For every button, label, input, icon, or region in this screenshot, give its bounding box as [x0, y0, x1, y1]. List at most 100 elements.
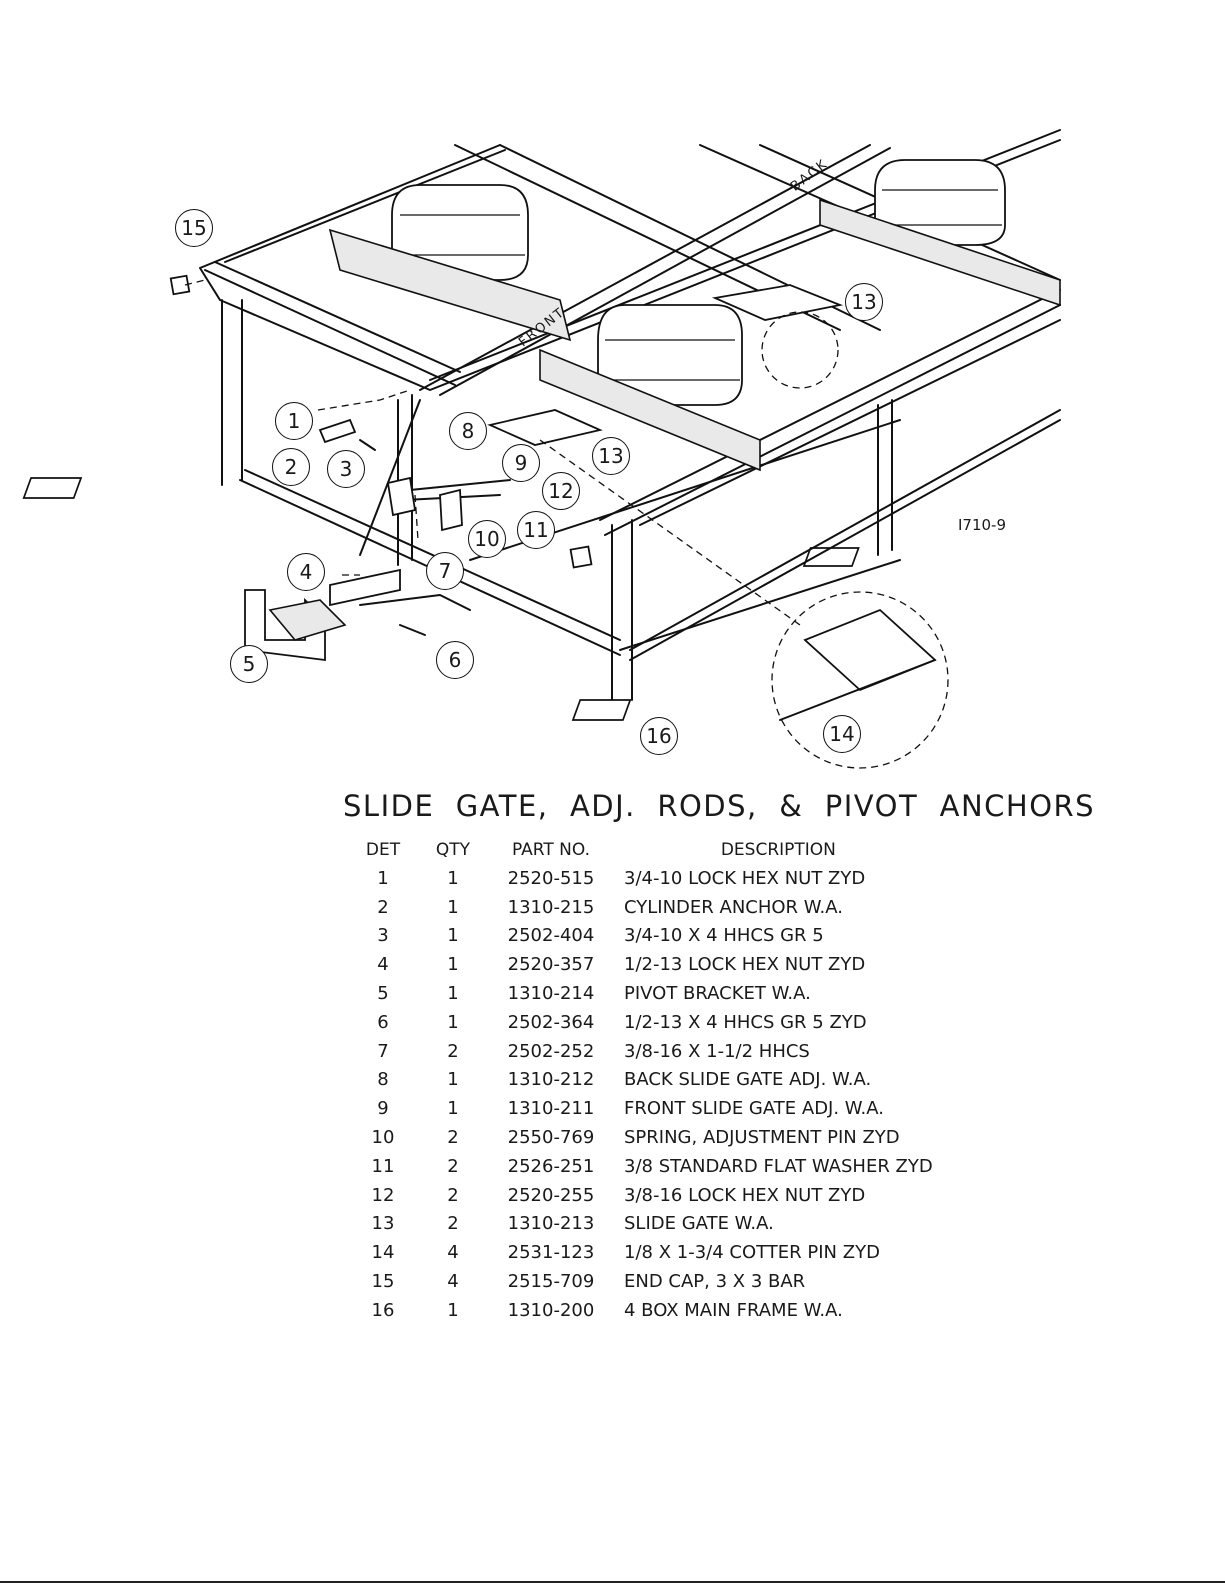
exploded-assembly-drawing: [22, 129, 1061, 769]
det-cell: 10: [371, 1127, 395, 1149]
callout-6: 6: [436, 641, 474, 679]
header-description: DESCRIPTION: [720, 840, 836, 860]
cross-beam-back: [599, 289, 1061, 536]
parts-table-header: DET QTY PART NO. DESCRIPTION: [352, 840, 933, 864]
part-no-cell: 2520-255: [507, 1184, 595, 1206]
pivot-plate: [268, 599, 347, 641]
callout-1: 1: [275, 402, 313, 440]
hopper-box-1: [328, 184, 572, 342]
bottom-rail: [239, 409, 1061, 661]
part-no-cell: 1310-211: [507, 1098, 595, 1120]
det-cell: 6: [377, 1011, 389, 1033]
part-no-cell: 2502-404: [507, 925, 595, 947]
cross-beam-front: [204, 261, 461, 386]
part-no-cell: 1310-212: [507, 1069, 595, 1091]
diagonal-brace: [359, 399, 421, 556]
slide-gate-plate-upper: [711, 284, 844, 321]
qty-cell: 4: [447, 1242, 459, 1264]
part-no-cell: 1310-215: [507, 896, 595, 918]
description-cell: CYLINDER ANCHOR W.A.: [624, 896, 843, 918]
callout-13-upper: 13: [845, 283, 883, 321]
det-cell: 16: [371, 1299, 395, 1321]
part-no-cell: 2520-515: [507, 867, 595, 889]
qty-cell: 1: [447, 867, 459, 889]
description-cell: 3/8-16 X 1-1/2 HHCS: [624, 1040, 810, 1062]
description-cell: FRONT SLIDE GATE ADJ. W.A.: [624, 1098, 884, 1120]
header-part-no: PART NO.: [512, 840, 590, 860]
description-cell: BACK SLIDE GATE ADJ. W.A.: [624, 1069, 872, 1091]
part-no-cell: 2502-364: [507, 1011, 595, 1033]
pivot-arm: [359, 594, 471, 611]
description-cell: 3/8 STANDARD FLAT WASHER ZYD: [624, 1155, 933, 1177]
description-cell: END CAP, 3 X 3 BAR: [624, 1271, 806, 1293]
slide-gate-plate-lower: [487, 409, 603, 446]
callout-9: 9: [502, 444, 540, 482]
hopper-box-2: [539, 304, 761, 472]
page-title: SLIDE GATE, ADJ. RODS, & PIVOT ANCHORS: [343, 789, 1096, 823]
header-qty: QTY: [435, 840, 471, 860]
hardware-bolt-6: [399, 624, 426, 636]
callout-2: 2: [272, 448, 310, 486]
drawing-number: I710-9: [958, 516, 1007, 534]
leg-back-left: [611, 519, 633, 706]
part-no-cell: 2502-252: [507, 1040, 595, 1062]
pivot-mount: [329, 568, 401, 607]
description-cell: 3/4-10 X 4 HHCS GR 5: [624, 925, 824, 947]
foot-plate-front-left: [22, 477, 83, 499]
callout-7: 7: [426, 552, 464, 590]
cross-beam-mid: [419, 144, 891, 396]
detail-circle-large: [771, 591, 949, 769]
det-cell: 8: [377, 1069, 389, 1091]
part-no-cell: 2515-709: [507, 1271, 595, 1293]
leader-15: [184, 279, 206, 286]
det-cell: 9: [377, 1098, 389, 1120]
part-no-cell: 1310-200: [507, 1299, 595, 1321]
part-no-cell: 2520-357: [507, 954, 595, 976]
table-row: 6 1 2502-364 1/2-13 X 4 HHCS GR 5 ZYD: [352, 1008, 933, 1037]
leader-1: [317, 389, 411, 411]
callout-12: 12: [542, 472, 580, 510]
leg-back-right: [877, 399, 893, 556]
callout-14: 14: [823, 715, 861, 753]
foot-plate-back-left: [571, 699, 632, 721]
callout-16: 16: [640, 717, 678, 755]
leader-lower: [414, 494, 419, 541]
qty-cell: 1: [447, 1011, 459, 1033]
part-no-cell: 1310-213: [507, 1213, 595, 1235]
description-cell: 1/8 X 1-3/4 COTTER PIN ZYD: [624, 1242, 880, 1264]
detail-rod: [779, 659, 936, 721]
callout-5: 5: [230, 645, 268, 683]
description-cell: SPRING, ADJUSTMENT PIN ZYD: [624, 1127, 900, 1149]
callout-11: 11: [517, 511, 555, 549]
det-cell: 5: [377, 983, 389, 1005]
det-cell: 12: [371, 1184, 395, 1206]
det-cell: 1: [377, 867, 389, 889]
header-det: DET: [365, 840, 401, 860]
foot-plate-back-right: [802, 547, 860, 567]
callout-3: 3: [327, 450, 365, 488]
callout-10: 10: [468, 520, 506, 558]
part-no-cell: 2550-769: [507, 1127, 595, 1149]
qty-cell: 1: [447, 925, 459, 947]
qty-cell: 2: [447, 1213, 459, 1235]
callout-4: 4: [287, 553, 325, 591]
det-cell: 11: [371, 1155, 395, 1177]
callout-8: 8: [449, 412, 487, 450]
det-cell: 15: [371, 1271, 395, 1293]
detail-plate: [803, 608, 937, 692]
qty-cell: 2: [447, 1040, 459, 1062]
part-no-cell: 2526-251: [507, 1155, 595, 1177]
leg-front-left: [221, 299, 243, 486]
description-cell: 1/2-13 X 4 HHCS GR 5 ZYD: [624, 1011, 867, 1033]
qty-cell: 1: [447, 896, 459, 918]
hopper-box-3: [819, 159, 1061, 307]
qty-cell: 4: [447, 1271, 459, 1293]
